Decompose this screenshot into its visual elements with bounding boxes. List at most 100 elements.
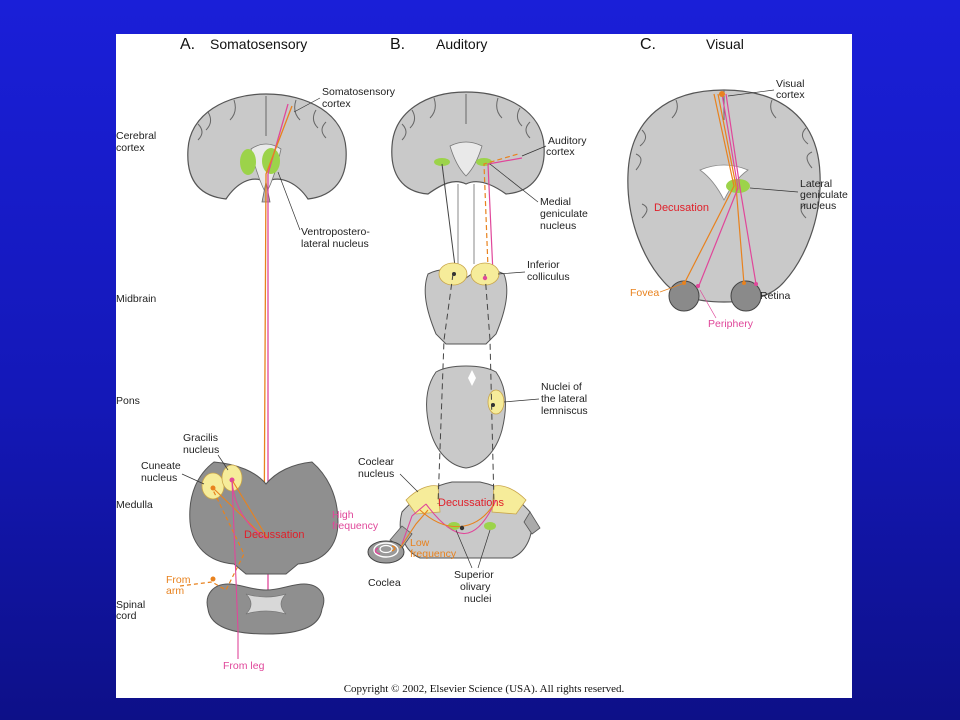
panel-b-coclear-nucleus-left [405,485,441,515]
panel-a-title: Somatosensory [210,36,307,52]
panel-titles: A. Somatosensory B. Auditory C. Visual [180,36,744,53]
label-ic-2: colliculus [527,271,570,283]
label-decusation-c: Decusation [654,202,709,214]
leader-so-right [477,529,491,569]
level-midbrain: Midbrain [116,293,156,305]
label-gracilis-2: nucleus [183,444,219,456]
level-pons: Pons [116,395,140,407]
level-spinal-cord-1: Spinal [116,599,145,611]
panel-a-grey-matter [245,593,287,615]
panel-b-cochlea [367,540,405,564]
panel-b-dashed-right [484,273,495,505]
panel-b-nerve-stump-right [523,511,541,535]
label-coclea: Coclea [368,577,401,589]
panel-b-stem [457,184,475,264]
label-gracilis-1: Gracilis [183,432,218,444]
label-somatosensory-cortex-1: Somatosensory [322,86,396,98]
panel-b-thalamus [449,141,483,177]
label-ll-1: Nuclei of [541,381,582,393]
label-decussations-b: Decussations [438,497,505,509]
panel-a-medulla [189,461,339,575]
label-lgn-1: Lateral [800,178,832,190]
panel-b-decussation-pink [425,499,497,534]
label-superior-olivary-3: nuclei [464,593,491,605]
leader-so-left [455,529,473,569]
leader-auditory-cortex [521,145,547,157]
leader-cuneate [181,473,205,485]
panel-b-pons-marker [468,370,476,386]
copyright-notice: Copyright © 2002, Elsevier Science (USA)… [344,683,625,695]
label-cuneate-2: nucleus [141,472,177,484]
panel-b-ll-dot [491,403,495,407]
label-somatosensory-cortex-2: cortex [322,98,351,110]
level-cerebral-cortex-1: Cerebral [116,130,156,142]
leader-somatosensory-cortex [293,97,321,113]
panel-a-orange-pathway [263,105,293,555]
panel-c-cortex-dot [719,91,725,97]
panel-a-vpl-left [240,149,256,175]
label-ll-3: lemniscus [541,405,588,417]
panel-c-pink-left [697,93,739,289]
level-medulla: Medulla [116,499,153,511]
label-vpl-2: lateral nucleus [301,238,369,250]
panel-c-fovea-dot [682,281,686,285]
leader-mgn [489,163,539,203]
label-mgn-2: geniculate [540,208,588,220]
label-from-arm-2: arm [166,585,184,597]
panel-b-ic-dot-left [452,272,456,276]
label-low-frequency-1: Low [410,537,430,549]
panel-b-lateral-lemniscus-nucleus [487,389,505,415]
panel-c-periphery-dot [696,284,700,288]
label-mgn-1: Medial [540,196,571,208]
panel-a-pink-pathway [267,103,289,634]
neuro-pathways-diagram: A. Somatosensory B. Auditory C. Visual C… [116,36,848,695]
panel-a-letter: A. [180,36,195,53]
label-retina: Retina [760,290,791,302]
label-coclear-2: nucleus [358,468,394,480]
label-visual-cortex-1: Visual [776,78,804,90]
panel-b-dashed-left [437,273,454,505]
leader-ll [503,398,540,403]
label-from-arm-1: From [166,574,191,586]
panel-b-ic-dot-right [482,275,488,281]
label-lgn-3: nucleus [800,200,836,212]
panel-c-eye-left [668,280,700,312]
label-fovea: Fovea [630,287,659,299]
leader-ic [497,271,526,275]
panel-c-eye-right [730,280,762,312]
panel-b-left-pathway [441,163,457,275]
panel-b-title: Auditory [436,36,487,52]
panel-c-fovea-dot-right [742,281,746,285]
label-coclear-1: Coclear [358,456,395,468]
panel-c-letter: C. [640,36,656,53]
panel-b-diagram: Auditory cortex Medial geniculate nucleu… [332,91,588,605]
leader-gracilis [217,454,229,471]
panel-a-medulla-crossing [212,479,269,540]
label-decussation-a: Decussation [244,529,305,541]
panel-a-gyri [197,96,327,141]
label-high-frequency-2: frequency [332,520,379,532]
panel-b-pink-pathway [487,157,523,297]
panel-b-superior-olive-right [484,522,496,530]
label-high-frequency-1: High [332,509,354,521]
panel-c-title: Visual [706,36,744,52]
label-ll-2: the lateral [541,393,587,405]
panel-a-medulla-crossing-pink [231,479,269,540]
label-vpl-1: Ventropostero- [301,226,370,238]
label-periphery: Periphery [708,318,754,330]
leader-coclear [399,473,419,493]
label-low-frequency-2: frequency [410,548,457,560]
panel-a-leg-fiber [231,479,239,659]
label-from-leg: From leg [223,660,265,672]
label-auditory-cortex-1: Auditory [548,135,587,147]
panel-c-orange-left [683,93,735,285]
panel-c-pink-right [725,93,757,285]
panel-b-decussation-orange [419,503,495,528]
leader-fovea [659,283,683,293]
panel-a-diagram: Somatosensory cortex Ventropostero- late… [141,86,396,672]
label-cuneate-1: Cuneate [141,460,181,472]
level-cerebral-cortex-2: cortex [116,142,145,154]
panel-b-high-freq-fiber [401,503,427,545]
panel-c-orange-right [717,93,745,285]
panel-c-diagram: Visual cortex Lateral geniculate nucleus… [627,78,848,330]
